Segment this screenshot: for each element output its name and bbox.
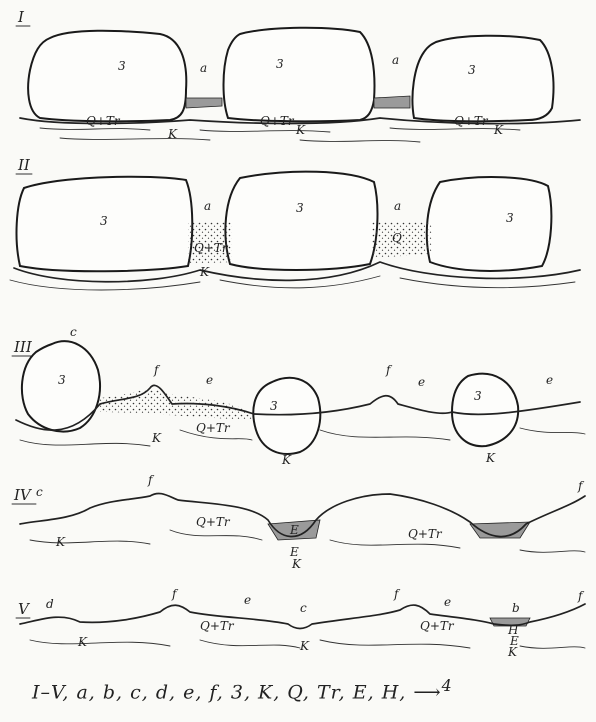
stage-II: II 3 a 3 a 3 Q+Tr Q K — [10, 156, 580, 290]
I-label-3-1: 3 — [118, 59, 126, 73]
block-I-1 — [28, 31, 186, 122]
I-label-qtr-3: Q+Tr — [454, 114, 489, 128]
IV-label-c: c — [36, 485, 43, 499]
stage-IV: IV c f E f Q+Tr Q+Tr E K K — [12, 473, 585, 571]
depression-I-a2 — [374, 96, 410, 108]
I-label-qtr-2: Q+Tr — [260, 114, 295, 128]
stage-I: I 3 a 3 a 3 Q+Tr Q+Tr Q+Tr K K K — [16, 8, 580, 142]
strata-I — [40, 128, 520, 142]
III-label-e-2: e — [418, 375, 425, 389]
V-label-e-2: e — [444, 595, 451, 609]
V-label-k-1: K — [77, 635, 88, 649]
II-label-3-3: 3 — [506, 211, 514, 225]
V-label-f-3: f — [577, 589, 585, 603]
II-label-qtr: Q+Tr — [194, 241, 229, 255]
V-label-c: c — [300, 601, 307, 615]
I-label-3-3: 3 — [468, 63, 476, 77]
stage-V-numeral: V — [18, 600, 31, 618]
block-I-2 — [224, 28, 375, 122]
III-label-f-1: f — [153, 363, 161, 377]
III-label-k-1: K — [151, 431, 162, 445]
IV-label-e-1: E — [289, 523, 299, 537]
III-label-k-3: K — [485, 451, 496, 465]
stage-IV-numeral: IV — [13, 486, 33, 504]
IV-label-k-2: K — [291, 557, 302, 571]
IV-label-k-1: K — [55, 535, 66, 549]
V-label-qtr-1: Q+Tr — [200, 619, 235, 633]
depression-I-a1 — [186, 98, 222, 108]
IV-label-f-1: f — [147, 473, 155, 487]
V-label-b: b — [512, 601, 520, 615]
IV-label-qtr-2: Q+Tr — [408, 527, 443, 541]
II-label-3-1: 3 — [100, 214, 108, 228]
II-label-a-1: a — [204, 199, 211, 213]
block-II-3 — [427, 177, 552, 271]
legend-arrow-icon: ⟶ — [413, 681, 441, 703]
V-label-k-3: K — [507, 645, 518, 659]
II-label-q: Q — [392, 231, 402, 245]
III-label-e-3: e — [546, 373, 553, 387]
V-label-qtr-2: Q+Tr — [420, 619, 455, 633]
IV-label-qtr-1: Q+Tr — [196, 515, 231, 529]
III-label-3-3: 3 — [474, 389, 482, 403]
stage-II-numeral: II — [17, 156, 31, 174]
III-label-k-2: K — [281, 453, 292, 467]
I-label-a-2: a — [392, 53, 399, 67]
I-label-3-2: 3 — [276, 57, 284, 71]
stage-III-numeral: III — [13, 338, 33, 356]
sediment-II-a2 — [372, 222, 432, 258]
IV-label-f-2: f — [577, 479, 585, 493]
block-I-3 — [412, 36, 553, 122]
III-label-e-1: e — [206, 373, 213, 387]
I-label-k-2: K — [295, 123, 306, 137]
I-label-qtr-1: Q+Tr — [86, 114, 121, 128]
stage-V: V d f e c f e b f Q+Tr Q+Tr K K H E K — [16, 587, 585, 659]
legend: I–V, a, b, c, d, e, f, 3, K, Q, Tr, E, H… — [32, 676, 592, 706]
stage-III: III c 3 f e 3 f e 3 e Q+Tr K K K — [12, 325, 585, 467]
III-label-c: c — [70, 325, 77, 339]
I-label-a-1: a — [200, 61, 207, 75]
III-label-3-2: 3 — [270, 399, 278, 413]
V-label-f-1: f — [171, 587, 179, 601]
V-label-d: d — [46, 597, 54, 611]
V-label-f-2: f — [393, 587, 401, 601]
legend-arrow-number: 4 — [442, 676, 453, 695]
I-label-k-1: K — [167, 127, 178, 141]
block-III-2 — [253, 378, 320, 454]
III-label-3-1: 3 — [58, 373, 66, 387]
V-label-k-2: K — [299, 639, 310, 653]
III-label-qtr: Q+Tr — [196, 421, 231, 435]
II-label-3-2: 3 — [296, 201, 304, 215]
block-III-3 — [452, 374, 518, 446]
V-label-e-1: e — [244, 593, 251, 607]
block-II-2 — [225, 172, 377, 270]
I-label-k-3: K — [493, 123, 504, 137]
stage-I-numeral: I — [17, 8, 25, 26]
legend-text: I–V, a, b, c, d, e, f, 3, K, Q, Tr, E, H… — [32, 681, 406, 703]
III-label-f-2: f — [385, 363, 393, 377]
II-label-a-2: a — [394, 199, 401, 213]
II-label-k: K — [199, 265, 210, 279]
